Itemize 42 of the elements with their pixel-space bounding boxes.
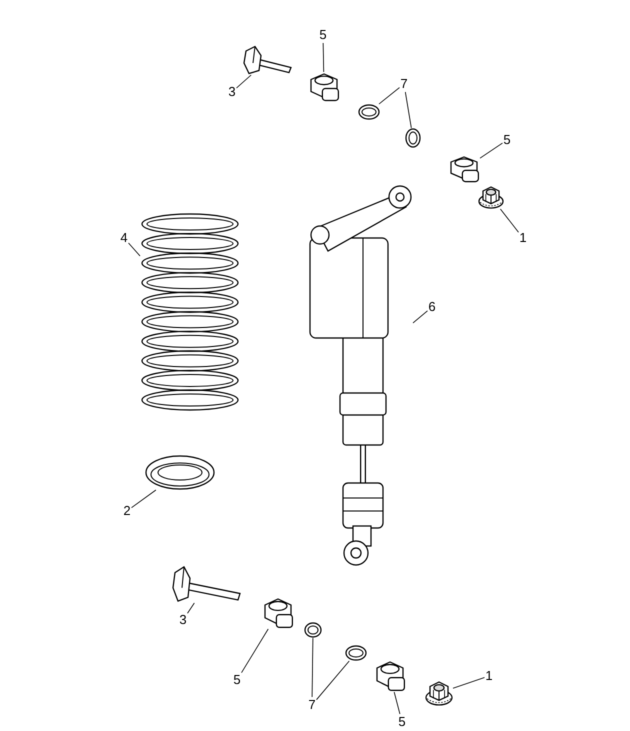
leader-line — [128, 242, 140, 256]
leader-line — [412, 310, 428, 324]
flange-nut-drawing — [478, 185, 504, 209]
leader-line — [322, 42, 324, 72]
callout-number: 5 — [318, 27, 328, 43]
callout-number: 3 — [178, 612, 188, 628]
nut-drawing — [308, 72, 340, 102]
callout-number: 2 — [122, 503, 132, 519]
washer-drawing — [345, 645, 367, 661]
callout-number: 5 — [502, 132, 512, 148]
callout-number: 5 — [232, 672, 242, 688]
leader-line — [500, 208, 519, 233]
callout-number: 7 — [400, 76, 408, 92]
nut-drawing — [448, 155, 480, 183]
callout-number: 4 — [120, 230, 128, 246]
coil-spring-drawing — [140, 212, 240, 412]
washer-drawing — [405, 128, 421, 148]
washer-drawing — [304, 622, 322, 638]
bolt-drawing — [172, 565, 242, 603]
leader-line — [236, 74, 252, 88]
leader-line — [187, 602, 195, 614]
leader-line — [452, 677, 485, 689]
leader-line — [312, 638, 314, 698]
leader-line — [241, 628, 269, 674]
callout-number: 6 — [428, 299, 436, 315]
callout-number: 3 — [228, 84, 236, 100]
leader-line — [394, 692, 400, 714]
leader-line — [480, 142, 503, 159]
flange-nut-drawing — [425, 680, 453, 706]
callout-number: 7 — [308, 697, 316, 713]
bolt-drawing — [243, 45, 293, 75]
callout-number: 5 — [398, 714, 406, 730]
nut-drawing — [374, 660, 406, 692]
callout-number: 1 — [484, 668, 494, 684]
leader-line — [131, 490, 156, 508]
callout-number: 1 — [518, 230, 528, 246]
leader-line — [316, 660, 350, 700]
leader-line — [378, 87, 400, 104]
washer-drawing — [358, 104, 380, 120]
nut-drawing — [262, 597, 294, 629]
spring-seat-drawing — [145, 455, 215, 490]
leader-line — [404, 92, 412, 128]
